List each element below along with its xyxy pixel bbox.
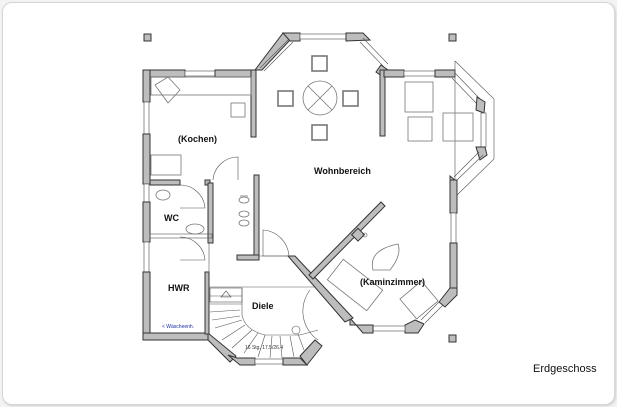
corner-marker xyxy=(448,334,457,343)
stairs-label: 16 Stg. 17.5/26.4 xyxy=(245,345,283,351)
corner-marker xyxy=(448,33,457,42)
lounge-furniture xyxy=(326,243,439,320)
corner-marker xyxy=(143,33,152,42)
room-label-wc: WC xyxy=(164,213,179,223)
room-label-kaminzimmer: (Kaminzimmer) xyxy=(360,277,425,287)
floor-title: Erdgeschoss xyxy=(533,363,597,375)
staircase xyxy=(209,287,319,359)
armchairs xyxy=(404,81,474,142)
doors xyxy=(179,156,319,341)
room-label-hwr: HWR xyxy=(168,283,190,293)
dining-table xyxy=(277,55,359,141)
wc-fixtures xyxy=(155,189,250,235)
laundry-chute-label: < Wäscheenh. xyxy=(162,324,194,330)
exterior-walls xyxy=(142,32,495,366)
interior-walls xyxy=(149,174,316,335)
room-label-kochen: (Kochen) xyxy=(178,134,217,144)
room-label-wohnbereich: Wohnbereich xyxy=(314,166,371,176)
kitchen-furniture xyxy=(150,76,252,176)
room-label-diele: Diele xyxy=(252,301,274,311)
